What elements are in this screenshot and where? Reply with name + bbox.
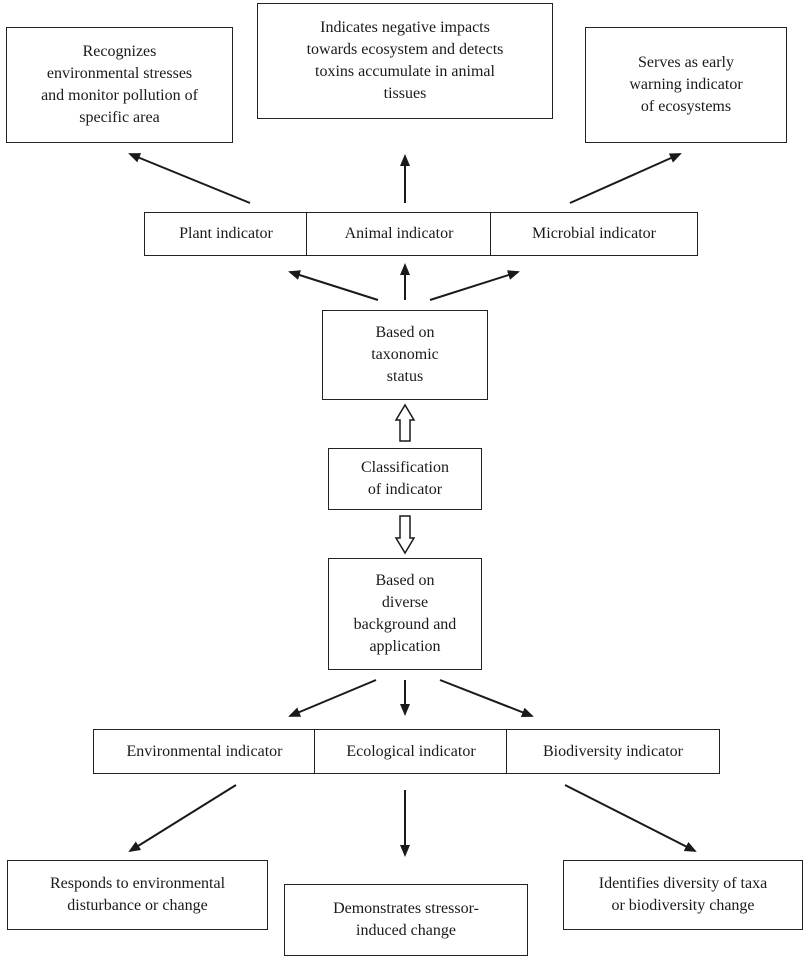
indicator-environmental-label: Environmental indicator <box>126 742 283 760</box>
application-label: Based on diverse background and applicat… <box>353 572 457 655</box>
arrow-taxonomic-to-microbial <box>429 270 520 301</box>
role-box-ecological: Demonstrates stressor- induced change <box>284 884 528 956</box>
indicator-plant-label: Plant indicator <box>179 225 273 242</box>
role-text-biodiversity: Identifies diversity of taxa or biodiver… <box>598 875 768 914</box>
role-box-biodiversity: Identifies diversity of taxa or biodiver… <box>563 860 803 930</box>
arrow-biodiversity-to-role <box>564 784 697 852</box>
role-text-plant: Recognizes environmental stresses and mo… <box>41 43 198 126</box>
hollow-arrow-down <box>394 515 416 555</box>
arrow-taxonomic-to-plant <box>288 270 379 301</box>
role-box-animal: Indicates negative impacts towards ecosy… <box>257 3 553 119</box>
role-box-microbial: Serves as early warning indicator of eco… <box>585 27 787 143</box>
role-text-animal: Indicates negative impacts towards ecosy… <box>306 19 504 102</box>
arrow-application-to-biodiversity <box>439 679 534 718</box>
arrow-microbial-to-role <box>569 153 682 204</box>
indicator-ecological-label: Ecological indicator <box>346 742 476 760</box>
indicator-microbial: Microbial indicator <box>490 212 698 256</box>
classification-box: Classification of indicator <box>328 448 482 510</box>
taxonomic-status-label: Based on taxonomic status <box>371 324 439 385</box>
indicator-plant: Plant indicator <box>144 212 308 256</box>
role-text-environmental: Responds to environmental disturbance or… <box>49 875 226 914</box>
arrow-application-to-environmental <box>288 679 377 717</box>
taxonomic-status-box: Based on taxonomic status <box>322 310 488 400</box>
indicator-environmental: Environmental indicator <box>93 729 316 774</box>
role-box-environmental: Responds to environmental disturbance or… <box>7 860 268 930</box>
indicator-animal-label: Animal indicator <box>344 225 454 242</box>
role-text-microbial: Serves as early warning indicator of eco… <box>629 54 743 115</box>
indicator-biodiversity: Biodiversity indicator <box>506 729 720 774</box>
role-text-ecological: Demonstrates stressor- induced change <box>333 900 479 939</box>
application-box: Based on diverse background and applicat… <box>328 558 482 670</box>
indicator-microbial-label: Microbial indicator <box>532 225 656 242</box>
role-box-plant: Recognizes environmental stresses and mo… <box>6 27 233 143</box>
indicator-animal: Animal indicator <box>306 212 492 256</box>
arrow-plant-to-role <box>128 153 251 204</box>
hollow-arrow-up <box>394 403 416 442</box>
indicator-biodiversity-label: Biodiversity indicator <box>543 742 683 760</box>
indicator-ecological: Ecological indicator <box>314 729 508 774</box>
classification-label: Classification of indicator <box>361 459 449 498</box>
arrow-environmental-to-role <box>128 784 237 853</box>
